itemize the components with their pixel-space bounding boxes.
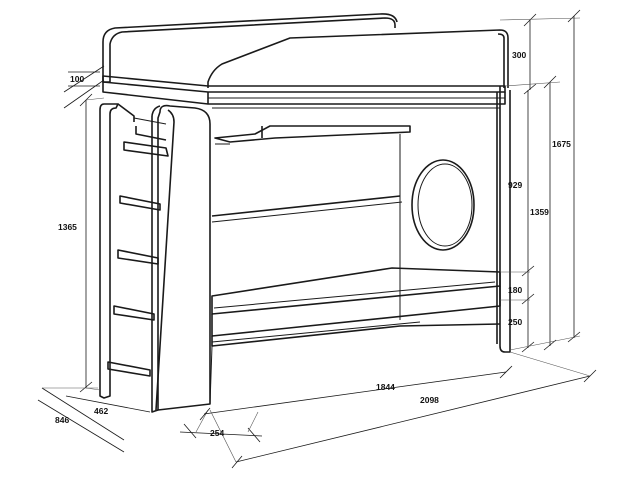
dim-label-462: 462 <box>94 406 108 416</box>
dim-label-1359: 1359 <box>530 207 549 217</box>
inner-shelf <box>211 125 411 320</box>
dim-label-1675: 1675 <box>552 139 571 149</box>
dim-label-100: 100 <box>70 74 84 84</box>
right-end-panel <box>496 86 511 353</box>
dim-label-180: 180 <box>508 285 522 295</box>
dimension-labels: 100 1365 462 846 254 1844 2098 300 1675 … <box>55 50 571 438</box>
dimension-lines <box>37 9 597 469</box>
upper-bed-frame <box>102 75 506 109</box>
lower-bed-frame <box>209 267 501 405</box>
dim-label-254: 254 <box>210 428 224 438</box>
porthole-rim <box>417 163 473 247</box>
dim-label-1844: 1844 <box>376 382 395 392</box>
dim-label-2098: 2098 <box>420 395 439 405</box>
dim-label-250: 250 <box>508 317 522 327</box>
porthole-window <box>411 159 475 251</box>
dim-label-929: 929 <box>508 180 522 190</box>
dim-label-300: 300 <box>512 50 526 60</box>
dim-label-846: 846 <box>55 415 69 425</box>
dim-label-1365: 1365 <box>58 222 77 232</box>
upper-guard-panel <box>102 13 509 88</box>
left-end-panel <box>151 104 211 413</box>
ladder <box>99 103 175 411</box>
